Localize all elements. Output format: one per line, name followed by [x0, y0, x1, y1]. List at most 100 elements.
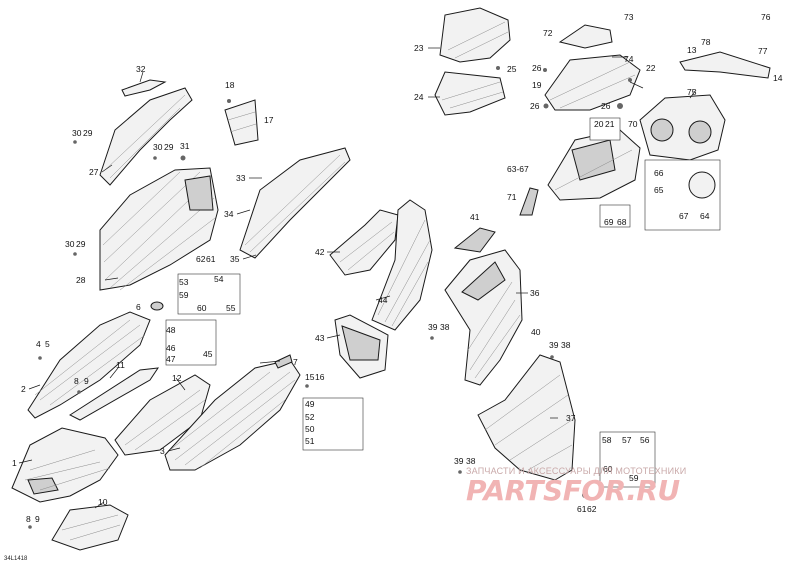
- callout-38-c: 38: [466, 456, 476, 466]
- hardware-markers: [28, 66, 632, 529]
- callout-8-a: 8: [74, 376, 79, 386]
- callout-21: 21: [605, 119, 615, 129]
- panel-42: [329, 209, 399, 276]
- inner-fairing-27: [99, 87, 193, 186]
- callout-72: 72: [543, 28, 553, 38]
- callout-29-b: 29: [164, 142, 174, 152]
- callout-15: 15: [305, 372, 315, 382]
- mount-bracket-19: [544, 54, 641, 111]
- callout-19: 19: [532, 80, 542, 90]
- callout-76: 76: [761, 12, 771, 22]
- callout-60-a: 60: [197, 303, 207, 313]
- callout-30-b: 30: [153, 142, 163, 152]
- callout-29-a: 29: [83, 128, 93, 138]
- callout-25: 25: [507, 64, 517, 74]
- callout-32: 32: [136, 64, 146, 74]
- callout-55: 55: [226, 303, 236, 313]
- callout-65: 65: [654, 185, 664, 195]
- callout-62-b: 62: [587, 504, 597, 514]
- callout-46: 46: [166, 343, 176, 353]
- side-fairing-3: [164, 359, 301, 471]
- callout-28: 28: [76, 275, 86, 285]
- callout-51: 51: [305, 436, 315, 446]
- fastener-box-45-48: [165, 319, 217, 366]
- callout-63-67: 63-67: [507, 164, 529, 174]
- callout-34: 34: [224, 209, 234, 219]
- callout-54: 54: [214, 274, 224, 284]
- callout-53: 53: [179, 277, 189, 287]
- long-trim-strip: [68, 367, 160, 421]
- diagram-code: 34L1418: [4, 556, 28, 562]
- callout-1: 1: [12, 458, 17, 468]
- callout-60-b: 60: [603, 464, 613, 474]
- watermark: ЗАПЧАСТИ И АКСЕССУАРЫ ДЛЯ МОТОТЕХНИКИ PA…: [466, 466, 796, 507]
- inner-fairing-28: [99, 167, 219, 291]
- callout-16: 16: [315, 372, 325, 382]
- trim-24: [434, 71, 506, 116]
- callout-56: 56: [640, 435, 650, 445]
- callout-35: 35: [230, 254, 240, 264]
- callout-50: 50: [305, 424, 315, 434]
- windscreen-lower: [51, 504, 129, 551]
- panel-44: [371, 199, 433, 331]
- left-side-panel: [27, 311, 151, 419]
- callout-36: 36: [530, 288, 540, 298]
- callout-77: 77: [758, 46, 768, 56]
- fastener-box-49-52: [302, 397, 364, 451]
- callout-12: 12: [172, 373, 182, 383]
- callout-30-a: 30: [72, 128, 82, 138]
- watermark-brand: PARTSFOR.RU: [466, 474, 680, 507]
- callout-42: 42: [315, 247, 325, 257]
- callout-71: 71: [507, 192, 517, 202]
- callout-11: 11: [116, 360, 125, 370]
- callout-30-c: 30: [65, 239, 75, 249]
- callout-74: 74: [624, 54, 634, 64]
- callout-68: 68: [617, 217, 627, 227]
- bracket-77: [679, 51, 771, 79]
- windscreen-23: [439, 7, 511, 63]
- callout-24: 24: [414, 92, 424, 102]
- panel-35: [239, 147, 351, 259]
- callout-39-a: 39: [428, 322, 438, 332]
- callout-40: 40: [531, 327, 541, 337]
- callouts: 1 2 3 4 5 6 7 8 9 8 9 10 11 12 13 14 15 …: [12, 12, 783, 524]
- headlight-housing-75: [639, 94, 726, 161]
- fastener-box-20-21: [589, 117, 621, 141]
- callout-61-b: 61: [577, 504, 587, 514]
- callout-7: 7: [293, 357, 298, 367]
- bulb-cap-64: [688, 171, 716, 199]
- watermark-subtitle: ЗАПЧАСТИ И АКСЕССУАРЫ ДЛЯ МОТОТЕХНИКИ: [466, 466, 687, 476]
- callout-64: 64: [700, 211, 710, 221]
- callout-59-a: 59: [179, 290, 189, 300]
- trim-32: [121, 79, 167, 97]
- callout-73: 73: [624, 12, 634, 22]
- callout-14: 14: [773, 73, 783, 83]
- callout-4: 4: [36, 339, 41, 349]
- bracket-72: [558, 24, 613, 49]
- bracket-17: [224, 99, 259, 146]
- callout-37: 37: [566, 413, 576, 423]
- callout-18: 18: [225, 80, 235, 90]
- callout-6: 6: [136, 302, 141, 312]
- callout-62-a: 62: [196, 254, 206, 264]
- vent-41: [453, 227, 496, 253]
- callout-61-a: 61: [206, 254, 216, 264]
- panel-43: [334, 314, 389, 379]
- callout-8-b: 8: [26, 514, 31, 524]
- callout-27: 27: [89, 167, 99, 177]
- callout-48: 48: [166, 325, 176, 335]
- side-fairing-12: [114, 374, 211, 456]
- fastener-box-53-60: [177, 273, 241, 315]
- callout-45: 45: [203, 349, 213, 359]
- callout-52: 52: [305, 412, 315, 422]
- callout-31: 31: [180, 141, 190, 151]
- callout-75: 75: [687, 87, 697, 97]
- callout-22: 22: [646, 63, 656, 73]
- callout-69: 69: [604, 217, 614, 227]
- callout-2: 2: [21, 384, 26, 394]
- bracket-71: [519, 187, 539, 216]
- callout-17: 17: [264, 115, 274, 125]
- callout-44: 44: [378, 295, 388, 305]
- callout-57: 57: [622, 435, 632, 445]
- callout-38-b: 38: [561, 340, 571, 350]
